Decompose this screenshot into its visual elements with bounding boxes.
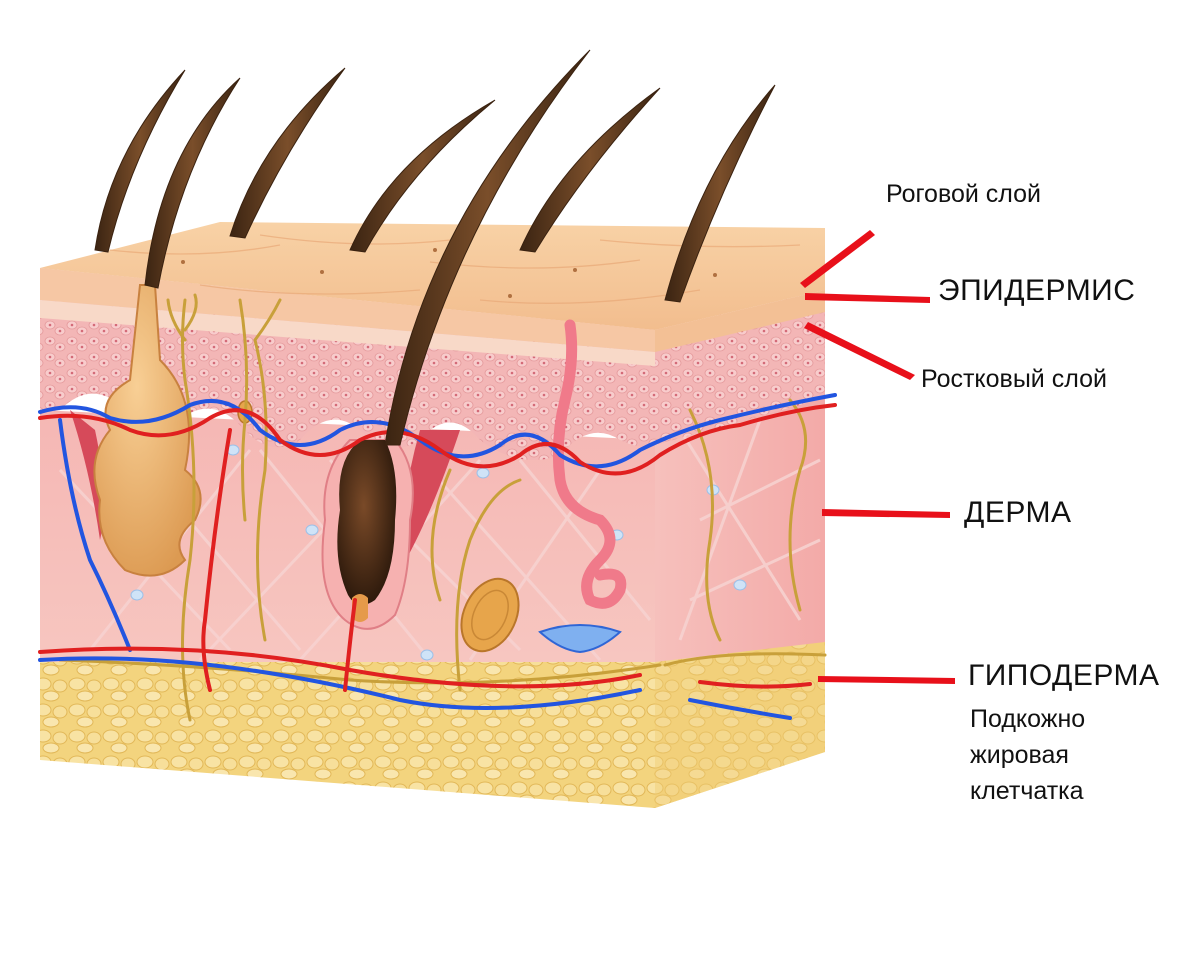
label-subcutaneous-fat-line-1: Подкожно (970, 705, 1086, 733)
label-hypodermis: ГИПОДЕРМА (968, 659, 1160, 692)
arrector-muscle-left (70, 410, 104, 540)
label-epidermis: ЭПИДЕРМИС (938, 274, 1136, 307)
label-subcutaneous-fat-line-3: клетчатка (970, 777, 1084, 805)
sebaceous-gland (93, 284, 202, 577)
pointer-stratum-germinativum (804, 322, 915, 380)
label-subcutaneous-fat-line-2: жировая (970, 741, 1069, 769)
arrector-muscle-right (400, 430, 460, 570)
hair-bulb (337, 440, 397, 605)
free-nerve-receptor (538, 624, 622, 654)
sweat-duct (552, 319, 627, 609)
hypodermis-front (40, 660, 655, 808)
pointer-dermis (822, 509, 950, 518)
arteries (38, 403, 837, 692)
label-stratum-corneum: Роговой слой (886, 180, 1042, 208)
label-stratum-germinativum: Ростковый слой (921, 365, 1107, 393)
pointer-stratum-corneum (800, 230, 875, 288)
lamellar-corpuscle (460, 577, 520, 653)
pointer-lines (800, 230, 955, 684)
label-dermis: ДЕРМА (964, 496, 1072, 529)
hairs (94, 49, 776, 446)
pointer-epidermis (805, 293, 930, 303)
label-subcutaneous-fat: Подкожно жировая клетчатка (970, 701, 1170, 809)
pointer-hypodermis (818, 676, 955, 684)
skin-surface (40, 222, 825, 330)
